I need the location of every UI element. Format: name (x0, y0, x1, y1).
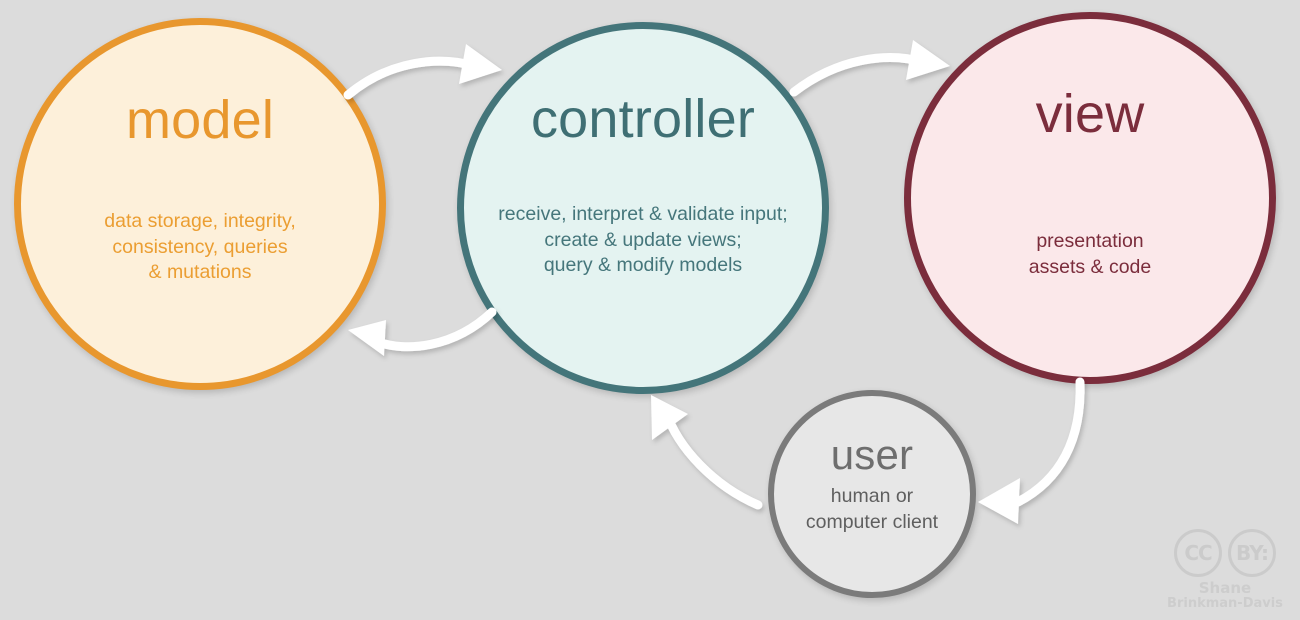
arrow-model-to-controller (343, 44, 502, 100)
attribution-credit: Shane Brinkman-Davis (1167, 578, 1283, 612)
arrow-controller-to-view (789, 40, 950, 97)
node-controller-description: receive, interpret & validate input; cre… (498, 203, 788, 277)
node-model-title: model (125, 90, 275, 150)
node-model-description: data storage, integrity, consistency, qu… (104, 210, 296, 284)
node-model[interactable]: model data storage, integrity, consisten… (14, 18, 386, 390)
credit-line-2: Brinkman-Davis (1167, 596, 1283, 612)
node-controller-title: controller (530, 89, 756, 149)
credit-line-1: Shane (1198, 578, 1252, 597)
cc-icon: CC (1174, 528, 1222, 577)
node-view-title: view (1035, 84, 1145, 144)
arrow-user-to-controller (651, 395, 763, 510)
arrow-view-to-user (978, 377, 1085, 524)
cc-badges: CC BY: (1174, 528, 1276, 577)
node-user-title: user (830, 431, 914, 478)
node-controller[interactable]: controller receive, interpret & validate… (457, 22, 829, 394)
cc-by-icon: BY: (1228, 528, 1276, 577)
node-view[interactable]: view presentation assets & code (904, 12, 1276, 384)
node-user-description: human or computer client (805, 485, 939, 533)
node-user[interactable]: user human or computer client (768, 390, 976, 598)
creative-commons-watermark: CC BY: Shane Brinkman-Davis (1164, 528, 1286, 612)
arrow-controller-to-model (348, 307, 497, 356)
node-view-description: presentation assets & code (1028, 230, 1152, 278)
